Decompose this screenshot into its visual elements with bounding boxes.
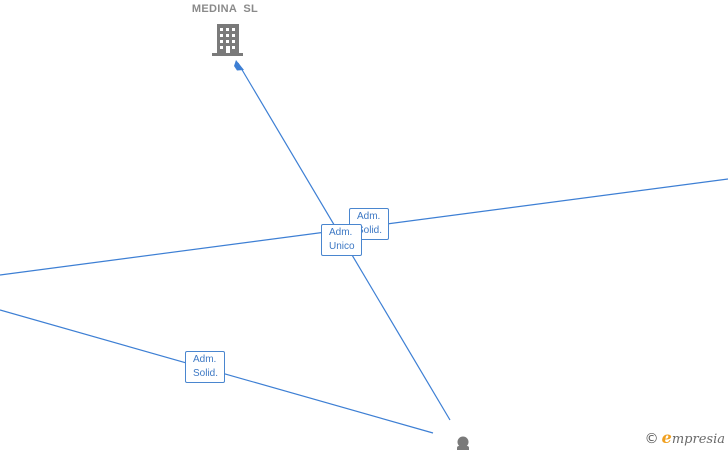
relation-label-line2: Solid. [193,368,219,379]
relation-label-line1: Adm. [357,211,381,222]
copyright-symbol: © [644,431,659,447]
empresia-watermark: ©empresia [645,428,725,447]
relation-label-adm-unico[interactable]: Adm. Unico [321,224,362,256]
building-icon[interactable] [212,24,243,56]
relation-label-adm-solid-left[interactable]: Adm. Solid. [185,351,226,383]
company-name[interactable]: MEDINA SL [191,3,259,15]
brand-name: mpresia [671,432,725,447]
relation-label-line2: Solid. [357,225,383,236]
relation-label-line2: Unico [329,241,355,252]
relation-label-line1: Adm. [193,354,217,365]
relation-label-line1: Adm. [329,227,353,238]
brand-initial: e [661,428,672,447]
edge-arrowhead [234,60,244,71]
person-icon[interactable] [457,436,469,450]
